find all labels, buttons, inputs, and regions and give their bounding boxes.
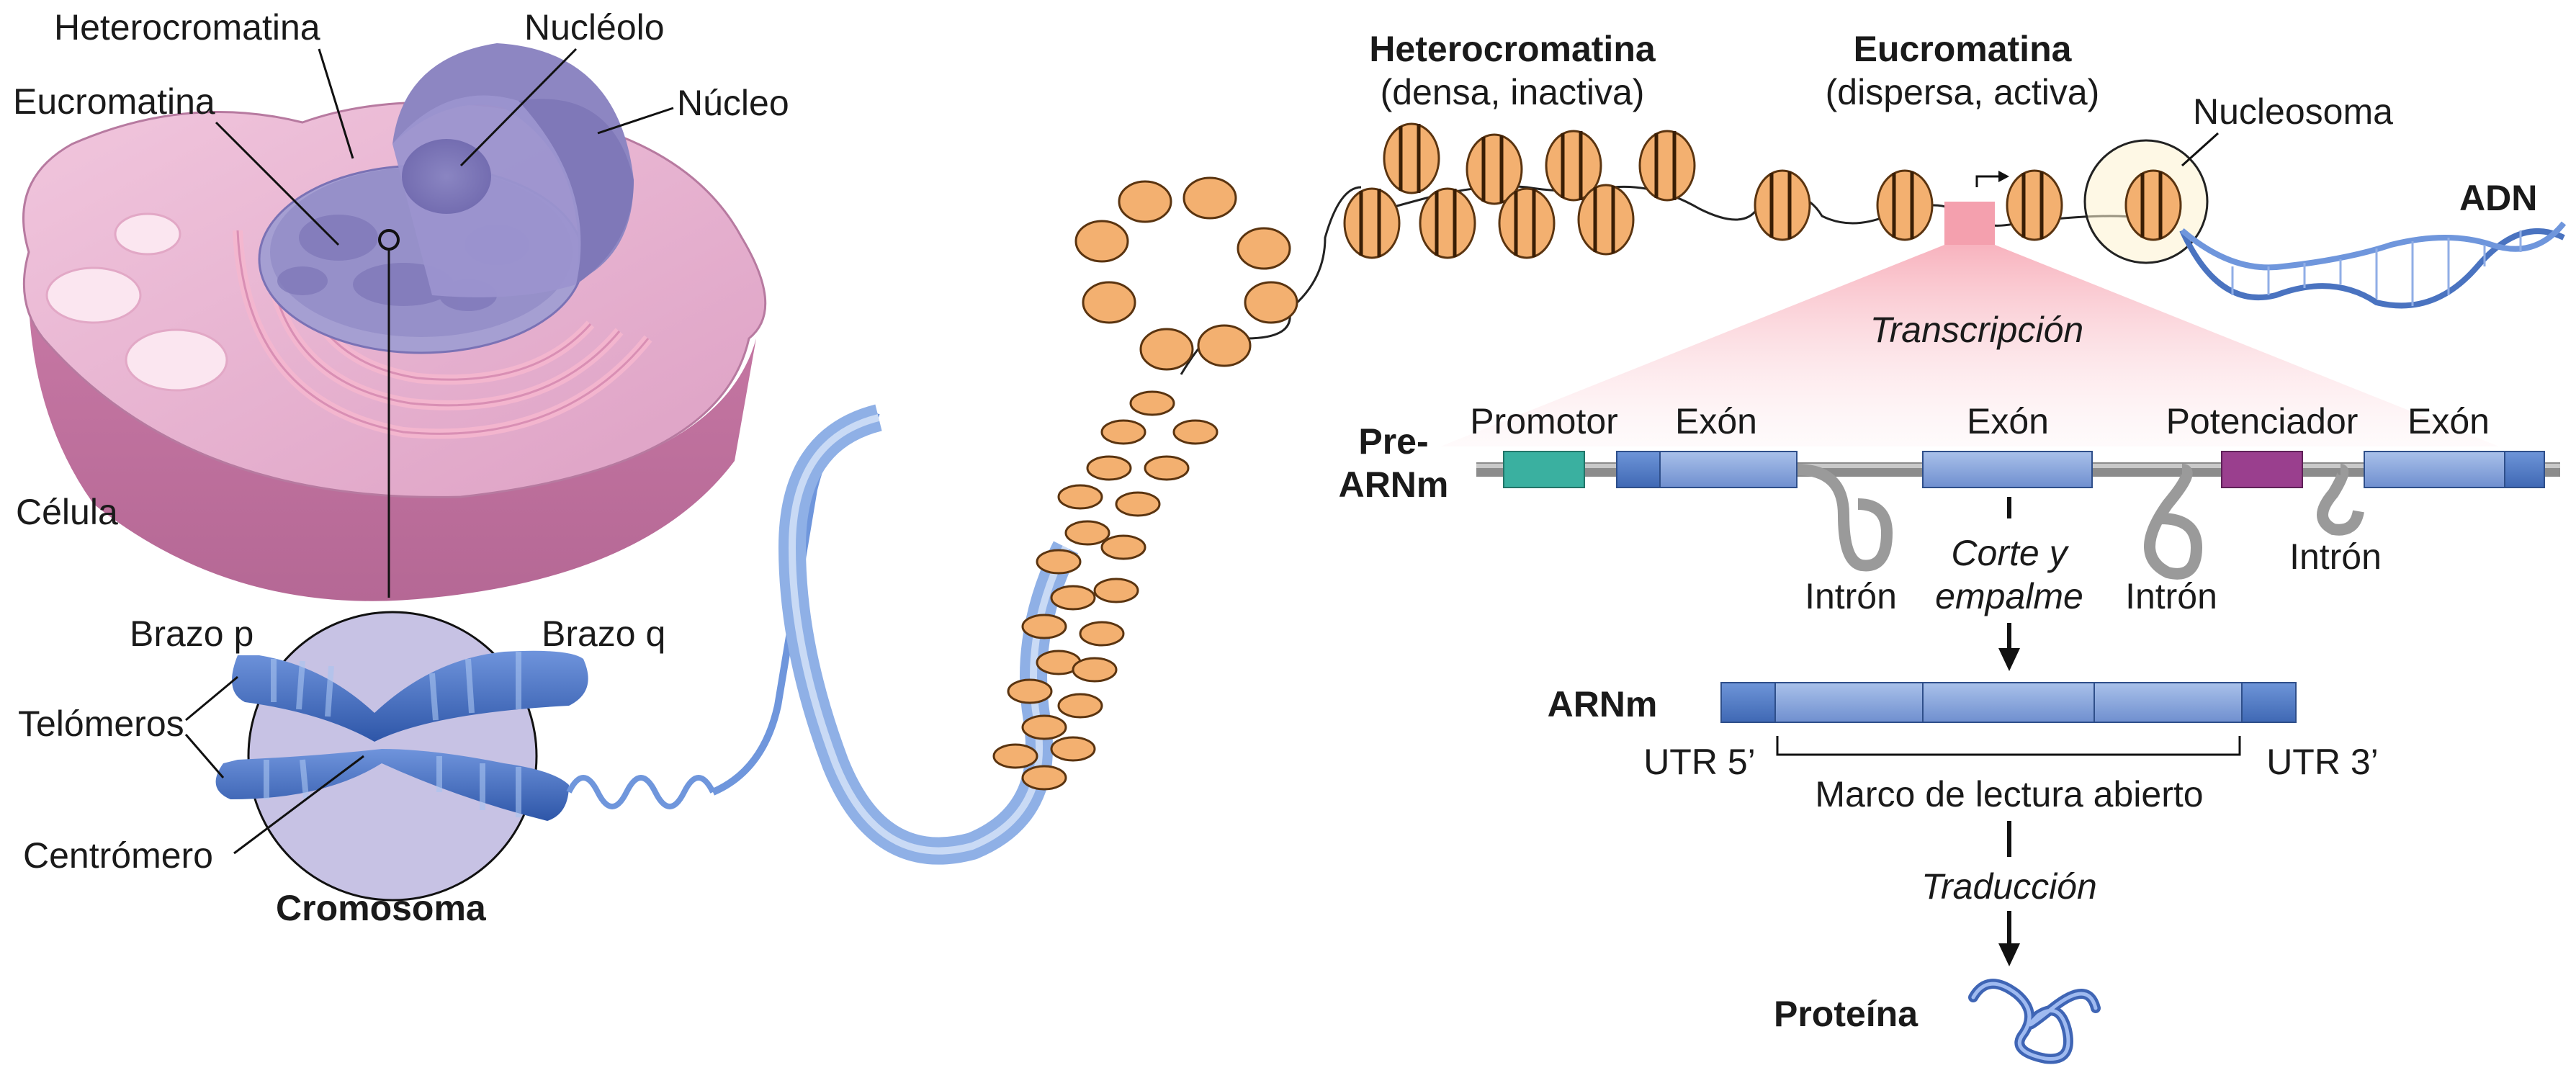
label-pre-arnm-2: ARNm (1339, 464, 1449, 505)
chromosome-illustration (215, 404, 1079, 902)
utr3-segment-pre (2504, 451, 2545, 488)
promotor-segment (1503, 451, 1585, 488)
label-eucromatina-title: Eucromatina (1854, 29, 2073, 69)
label-intron-1: Intrón (1805, 576, 1897, 616)
potenciador-segment (2221, 451, 2303, 488)
label-exon-2: Exón (1967, 401, 2049, 441)
label-promotor: Promotor (1470, 401, 1618, 441)
protein-illustration: Proteína (1774, 979, 2101, 1064)
label-adn: ADN (2459, 178, 2537, 218)
label-exon-1: Exón (1675, 401, 1757, 441)
splicing-step: Corte y empalme (1935, 497, 2083, 671)
label-traduccion: Traducción (1921, 866, 2097, 907)
label-celula: Célula (16, 492, 118, 532)
transcription-fan (1440, 245, 2499, 446)
label-corte-2: empalme (1935, 576, 2083, 616)
nucleosome-chain (1343, 122, 2209, 264)
label-nucleosoma: Nucleosoma (2193, 91, 2393, 132)
cell-illustration (22, 43, 767, 601)
label-arnm: ARNm (1548, 684, 1658, 724)
label-telomeros: Telómeros (18, 704, 184, 744)
chromatin-fiber (992, 176, 1362, 791)
label-brazo-p: Brazo p (130, 614, 253, 654)
dna-helix (2179, 221, 2567, 309)
label-pre-arnm-1: Pre- (1358, 421, 1428, 462)
label-corte-1: Corte y (1951, 533, 2069, 573)
label-nucleo: Núcleo (677, 83, 789, 123)
exon3-segment (2364, 451, 2505, 488)
label-cromosoma: Cromosoma (276, 888, 487, 928)
utr5-segment-pre (1616, 451, 1661, 488)
label-marco: Marco de lectura abierto (1815, 774, 2203, 814)
label-transcripcion: Transcripción (1870, 310, 2083, 350)
label-centromero: Centrómero (23, 835, 213, 876)
exon1-segment (1659, 451, 1798, 488)
cell-labels: Heterocromatina Nucléolo Eucromatina Núc… (13, 7, 789, 598)
label-intron-2: Intrón (2125, 576, 2217, 616)
label-utr5: UTR 5’ (1643, 742, 1756, 782)
chromatin-labels: Heterocromatina (densa, inactiva) Eucrom… (1369, 29, 2537, 218)
chromosome-labels: Brazo p Brazo q Telómeros Centrómero Cro… (18, 614, 665, 928)
label-heterocromatina-sub: (densa, inactiva) (1381, 72, 1645, 112)
pre-mrna (1476, 451, 2560, 580)
label-proteina: Proteína (1774, 994, 1918, 1034)
pre-mrna-labels: Pre- ARNm Promotor Exón Exón Potenciador… (1339, 401, 2490, 616)
label-heterocromatina-cell: Heterocromatina (54, 7, 320, 48)
label-nucleolo: Nucléolo (524, 7, 665, 48)
label-brazo-q: Brazo q (542, 614, 665, 654)
mrna (1720, 682, 2297, 756)
label-eucromatina-cell: Eucromatina (13, 81, 215, 122)
label-intron-3: Intrón (2289, 536, 2382, 577)
label-potenciador: Potenciador (2166, 401, 2359, 441)
mrna-labels: ARNm UTR 5’ UTR 3’ Marco de lectura abie… (1548, 684, 2379, 814)
exon2-segment (1922, 451, 2093, 488)
label-heterocromatina-title: Heterocromatina (1369, 29, 1656, 69)
label-eucromatina-sub: (dispersa, activa) (1826, 72, 2100, 112)
label-utr3: UTR 3’ (2266, 742, 2379, 782)
label-exon-3: Exón (2407, 401, 2490, 441)
translation-step: Traducción (1921, 821, 2097, 966)
